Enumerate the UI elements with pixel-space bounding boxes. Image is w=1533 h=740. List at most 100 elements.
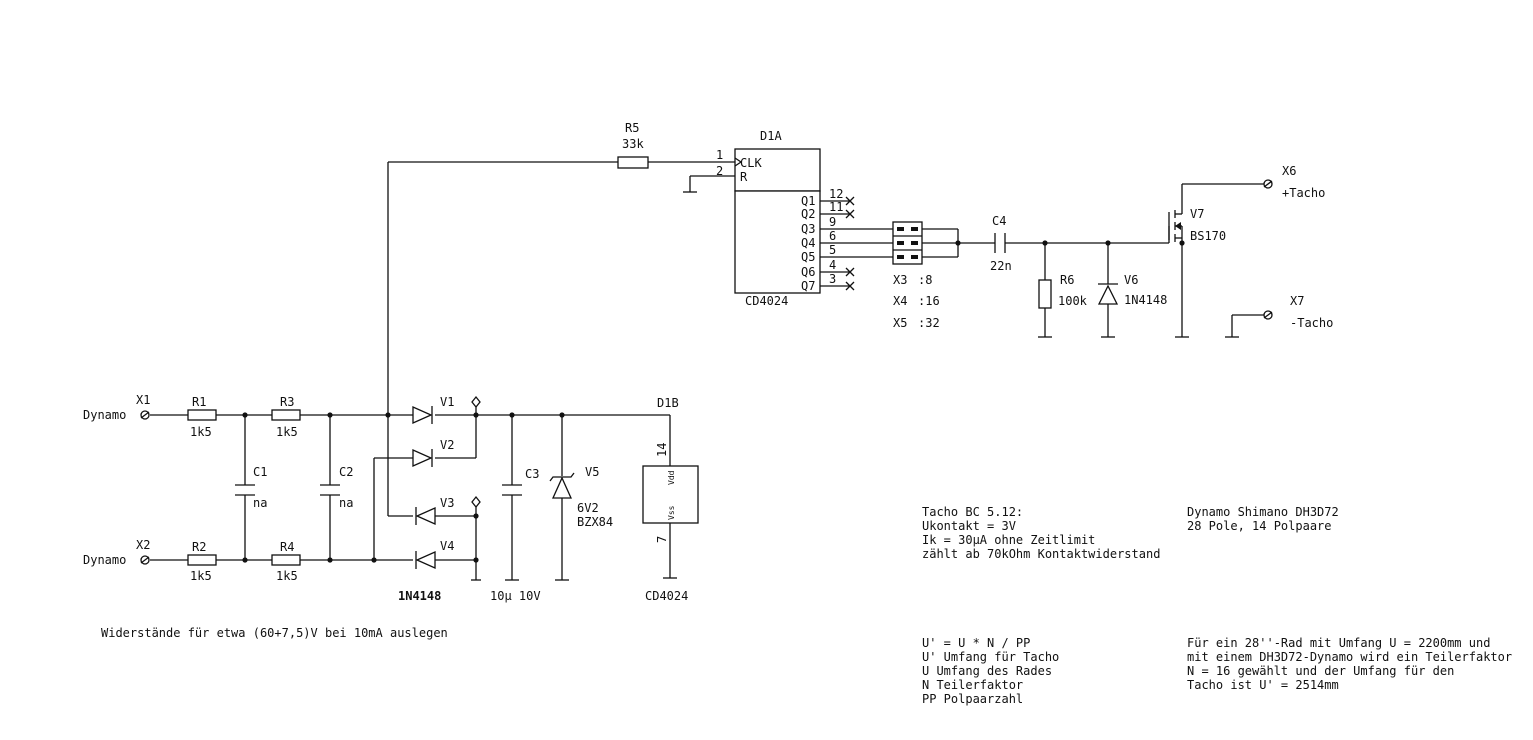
svg-text:U' Umfang für Tacho: U' Umfang für Tacho bbox=[922, 650, 1059, 664]
note-formula: U' = U * N / PP U' Umfang für Tacho U Um… bbox=[922, 636, 1059, 706]
svg-text:V4: V4 bbox=[440, 539, 454, 553]
svg-text:CD4024: CD4024 bbox=[645, 589, 688, 603]
svg-text:1k5: 1k5 bbox=[190, 569, 212, 583]
resistor-r4: R4 1k5 bbox=[271, 540, 301, 583]
svg-text:R4: R4 bbox=[280, 540, 294, 554]
svg-text:2: 2 bbox=[716, 164, 723, 178]
svg-text:X4: X4 bbox=[893, 294, 907, 308]
svg-text:X6: X6 bbox=[1282, 164, 1296, 178]
svg-text:D1B: D1B bbox=[657, 396, 679, 410]
connector-x7: X7 -Tacho bbox=[1263, 294, 1333, 330]
svg-text:1: 1 bbox=[716, 148, 723, 162]
svg-text:V7: V7 bbox=[1190, 207, 1204, 221]
svg-text:Q2: Q2 bbox=[801, 207, 815, 221]
testpoint-marker bbox=[471, 495, 481, 509]
svg-text:U' = U * N / PP: U' = U * N / PP bbox=[922, 636, 1030, 650]
svg-text:V3: V3 bbox=[440, 496, 454, 510]
svg-text:R1: R1 bbox=[192, 395, 206, 409]
svg-text:Vss: Vss bbox=[667, 505, 676, 520]
svg-text:Dynamo: Dynamo bbox=[83, 553, 126, 567]
capacitor-c1: C1 na bbox=[235, 465, 267, 510]
svg-text:10µ 10V: 10µ 10V bbox=[490, 589, 541, 603]
svg-text:C4: C4 bbox=[992, 214, 1006, 228]
connector-x1: X1 Dynamo bbox=[83, 393, 150, 422]
ic-d1b: Vdd Vss 14 7 D1B CD4024 bbox=[642, 396, 699, 603]
svg-text:X1: X1 bbox=[136, 393, 150, 407]
jumper-x3: X3 :8 bbox=[893, 273, 932, 287]
connector-x6: X6 +Tacho bbox=[1263, 164, 1325, 200]
diode-v4: V4 bbox=[415, 539, 454, 570]
note-tacho: Tacho BC 5.12: Ukontakt = 3V Ik = 30µA o… bbox=[922, 505, 1160, 561]
svg-text:V6: V6 bbox=[1124, 273, 1138, 287]
svg-text:6: 6 bbox=[829, 229, 836, 243]
svg-text:N = 16 gewählt und der Umfang: N = 16 gewählt und der Umfang für den bbox=[1187, 664, 1454, 678]
svg-text:14: 14 bbox=[655, 443, 669, 457]
svg-text:9: 9 bbox=[829, 215, 836, 229]
svg-text:X2: X2 bbox=[136, 538, 150, 552]
capacitor-c3: C3 10µ 10V bbox=[490, 467, 541, 603]
mosfet-v7: V7 BS170 bbox=[1168, 207, 1226, 245]
resistor-r3: R3 1k5 bbox=[271, 395, 301, 439]
note-dynamo: Dynamo Shimano DH3D72 28 Pole, 14 Polpaa… bbox=[1187, 505, 1339, 533]
svg-text::16: :16 bbox=[918, 294, 940, 308]
svg-text:1N4148: 1N4148 bbox=[1124, 293, 1167, 307]
svg-text:4: 4 bbox=[829, 258, 836, 272]
capacitor-c2: C2 na bbox=[320, 465, 353, 510]
svg-text:1k5: 1k5 bbox=[190, 425, 212, 439]
svg-text:na: na bbox=[339, 496, 353, 510]
svg-text:N Teilerfaktor: N Teilerfaktor bbox=[922, 678, 1023, 692]
svg-text:Q4: Q4 bbox=[801, 236, 815, 250]
connector-x2: X2 Dynamo bbox=[83, 538, 150, 567]
ic-d1a: D1A CD4024 1 CLK 2 R Q1 Q2 Q3 Q4 Q5 Q6 Q… bbox=[716, 129, 843, 308]
no-connect-marks bbox=[845, 196, 855, 291]
diode-v2: V2 bbox=[412, 438, 454, 468]
resistor-r1: R1 1k5 bbox=[187, 395, 217, 439]
svg-text:BZX84: BZX84 bbox=[577, 515, 613, 529]
svg-text:5: 5 bbox=[829, 243, 836, 257]
svg-text:1k5: 1k5 bbox=[276, 569, 298, 583]
wires bbox=[150, 161, 1264, 581]
svg-text:C2: C2 bbox=[339, 465, 353, 479]
svg-text:BS170: BS170 bbox=[1190, 229, 1226, 243]
svg-text:Tacho ist U' = 2514mm: Tacho ist U' = 2514mm bbox=[1187, 678, 1339, 692]
svg-text:Für ein 28''-Rad mit Umfang U: Für ein 28''-Rad mit Umfang U = 2200mm u… bbox=[1187, 636, 1490, 650]
svg-text:na: na bbox=[253, 496, 267, 510]
svg-text:X3: X3 bbox=[893, 273, 907, 287]
svg-text:zählt ab 70kOhm Kontaktwiderst: zählt ab 70kOhm Kontaktwiderstand bbox=[922, 547, 1160, 561]
svg-text:1k5: 1k5 bbox=[276, 425, 298, 439]
svg-text:R2: R2 bbox=[192, 540, 206, 554]
svg-text:X5: X5 bbox=[893, 316, 907, 330]
svg-text:Q5: Q5 bbox=[801, 250, 815, 264]
svg-text:33k: 33k bbox=[622, 137, 644, 151]
svg-text:Ik = 30µA ohne Zeitlimit: Ik = 30µA ohne Zeitlimit bbox=[922, 533, 1095, 547]
svg-text::8: :8 bbox=[918, 273, 932, 287]
diode-v3: V3 bbox=[415, 496, 454, 526]
svg-text:7: 7 bbox=[655, 536, 669, 543]
jumper-x5: X5 :32 bbox=[893, 316, 940, 330]
svg-text:V2: V2 bbox=[440, 438, 454, 452]
svg-text:+Tacho: +Tacho bbox=[1282, 186, 1325, 200]
svg-text:C3: C3 bbox=[525, 467, 539, 481]
svg-text:V5: V5 bbox=[585, 465, 599, 479]
svg-text:mit einem DH3D72-Dynamo wird e: mit einem DH3D72-Dynamo wird ein Teilerf… bbox=[1187, 650, 1512, 664]
svg-text:Dynamo Shimano DH3D72: Dynamo Shimano DH3D72 bbox=[1187, 505, 1339, 519]
diode-v1: V1 bbox=[412, 395, 454, 425]
resistor-r2: R2 1k5 bbox=[187, 540, 217, 583]
svg-text::32: :32 bbox=[918, 316, 940, 330]
svg-text:Q1: Q1 bbox=[801, 194, 815, 208]
svg-text:V1: V1 bbox=[440, 395, 454, 409]
svg-text:Vdd: Vdd bbox=[667, 470, 676, 485]
bridge-part-label: 1N4148 bbox=[398, 589, 441, 603]
svg-text:6V2: 6V2 bbox=[577, 501, 599, 515]
svg-text:R5: R5 bbox=[625, 121, 639, 135]
capacitor-c4: C4 22n bbox=[990, 214, 1012, 273]
svg-text:11: 11 bbox=[829, 200, 843, 214]
svg-text:Q6: Q6 bbox=[801, 265, 815, 279]
svg-text:R3: R3 bbox=[280, 395, 294, 409]
zener-v5: V5 6V2 BZX84 bbox=[549, 465, 613, 529]
svg-text:C1: C1 bbox=[253, 465, 267, 479]
svg-text:PP Polpaarzahl: PP Polpaarzahl bbox=[922, 692, 1023, 706]
svg-text:CLK: CLK bbox=[740, 156, 762, 170]
svg-text:Dynamo: Dynamo bbox=[83, 408, 126, 422]
